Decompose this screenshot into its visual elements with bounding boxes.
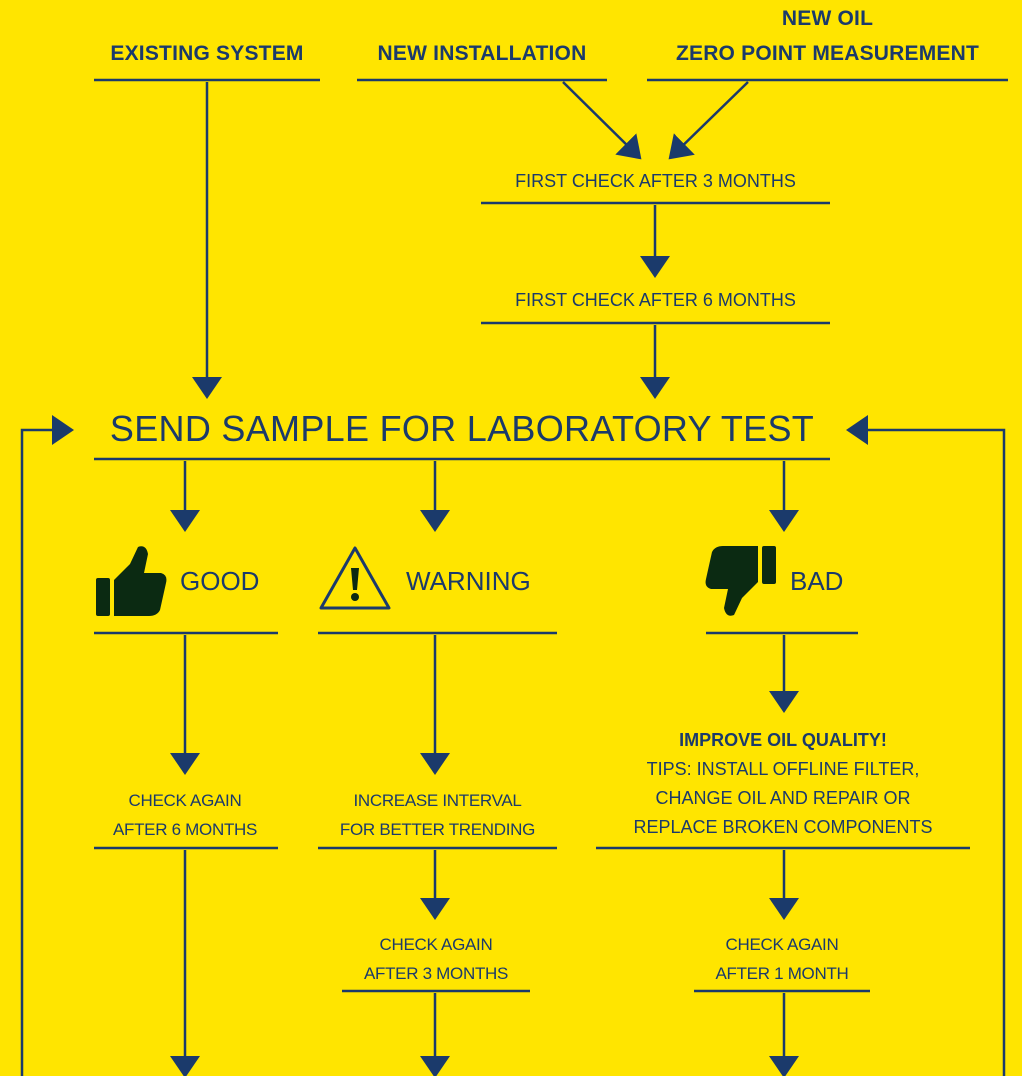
arrow-new-install-to-first3: [562, 81, 642, 160]
warning-step1-line1: INCREASE INTERVAL: [353, 791, 522, 810]
bad-tips-line1: TIPS: INSTALL OFFLINE FILTER,: [646, 759, 920, 779]
start-zero-point: ZERO POINT MEASUREMENT: [675, 42, 980, 65]
good-step-line1: CHECK AGAIN: [128, 791, 242, 810]
bad-step2-line2: AFTER 1 MONTH: [715, 964, 849, 983]
send-sample-title: SEND SAMPLE FOR LABORATORY TEST: [109, 408, 815, 449]
bad-improve-title: IMPROVE OIL QUALITY!: [679, 730, 887, 750]
loop-right: [846, 415, 1006, 1076]
good-label: GOOD: [180, 566, 260, 596]
bad-tips-line3: REPLACE BROKEN COMPONENTS: [633, 817, 933, 837]
loop-left: [20, 415, 74, 1076]
thumbs-up-icon: [96, 546, 167, 616]
warning-triangle-icon: [319, 546, 391, 610]
start-new-installation: NEW INSTALLATION: [377, 42, 587, 65]
bad-step2-line1: CHECK AGAIN: [725, 935, 839, 954]
warning-step1-line2: FOR BETTER TRENDING: [339, 820, 536, 839]
bad-label: BAD: [790, 566, 844, 596]
start-new-oil: NEW OIL: [781, 7, 874, 30]
start-existing-system: EXISTING SYSTEM: [110, 42, 304, 65]
warning-label: WARNING: [406, 566, 531, 596]
good-step-line2: AFTER 6 MONTHS: [112, 820, 258, 839]
first-check-6-months: FIRST CHECK AFTER 6 MONTHS: [515, 290, 796, 310]
arrow-new-oil-to-first3: [668, 81, 749, 160]
warning-step2-line1: CHECK AGAIN: [379, 935, 493, 954]
first-check-3-months: FIRST CHECK AFTER 3 MONTHS: [515, 171, 796, 191]
thumbs-down-icon: [705, 546, 776, 616]
bad-tips-line2: CHANGE OIL AND REPAIR OR: [655, 788, 911, 808]
warning-step2-line2: AFTER 3 MONTHS: [363, 964, 509, 983]
